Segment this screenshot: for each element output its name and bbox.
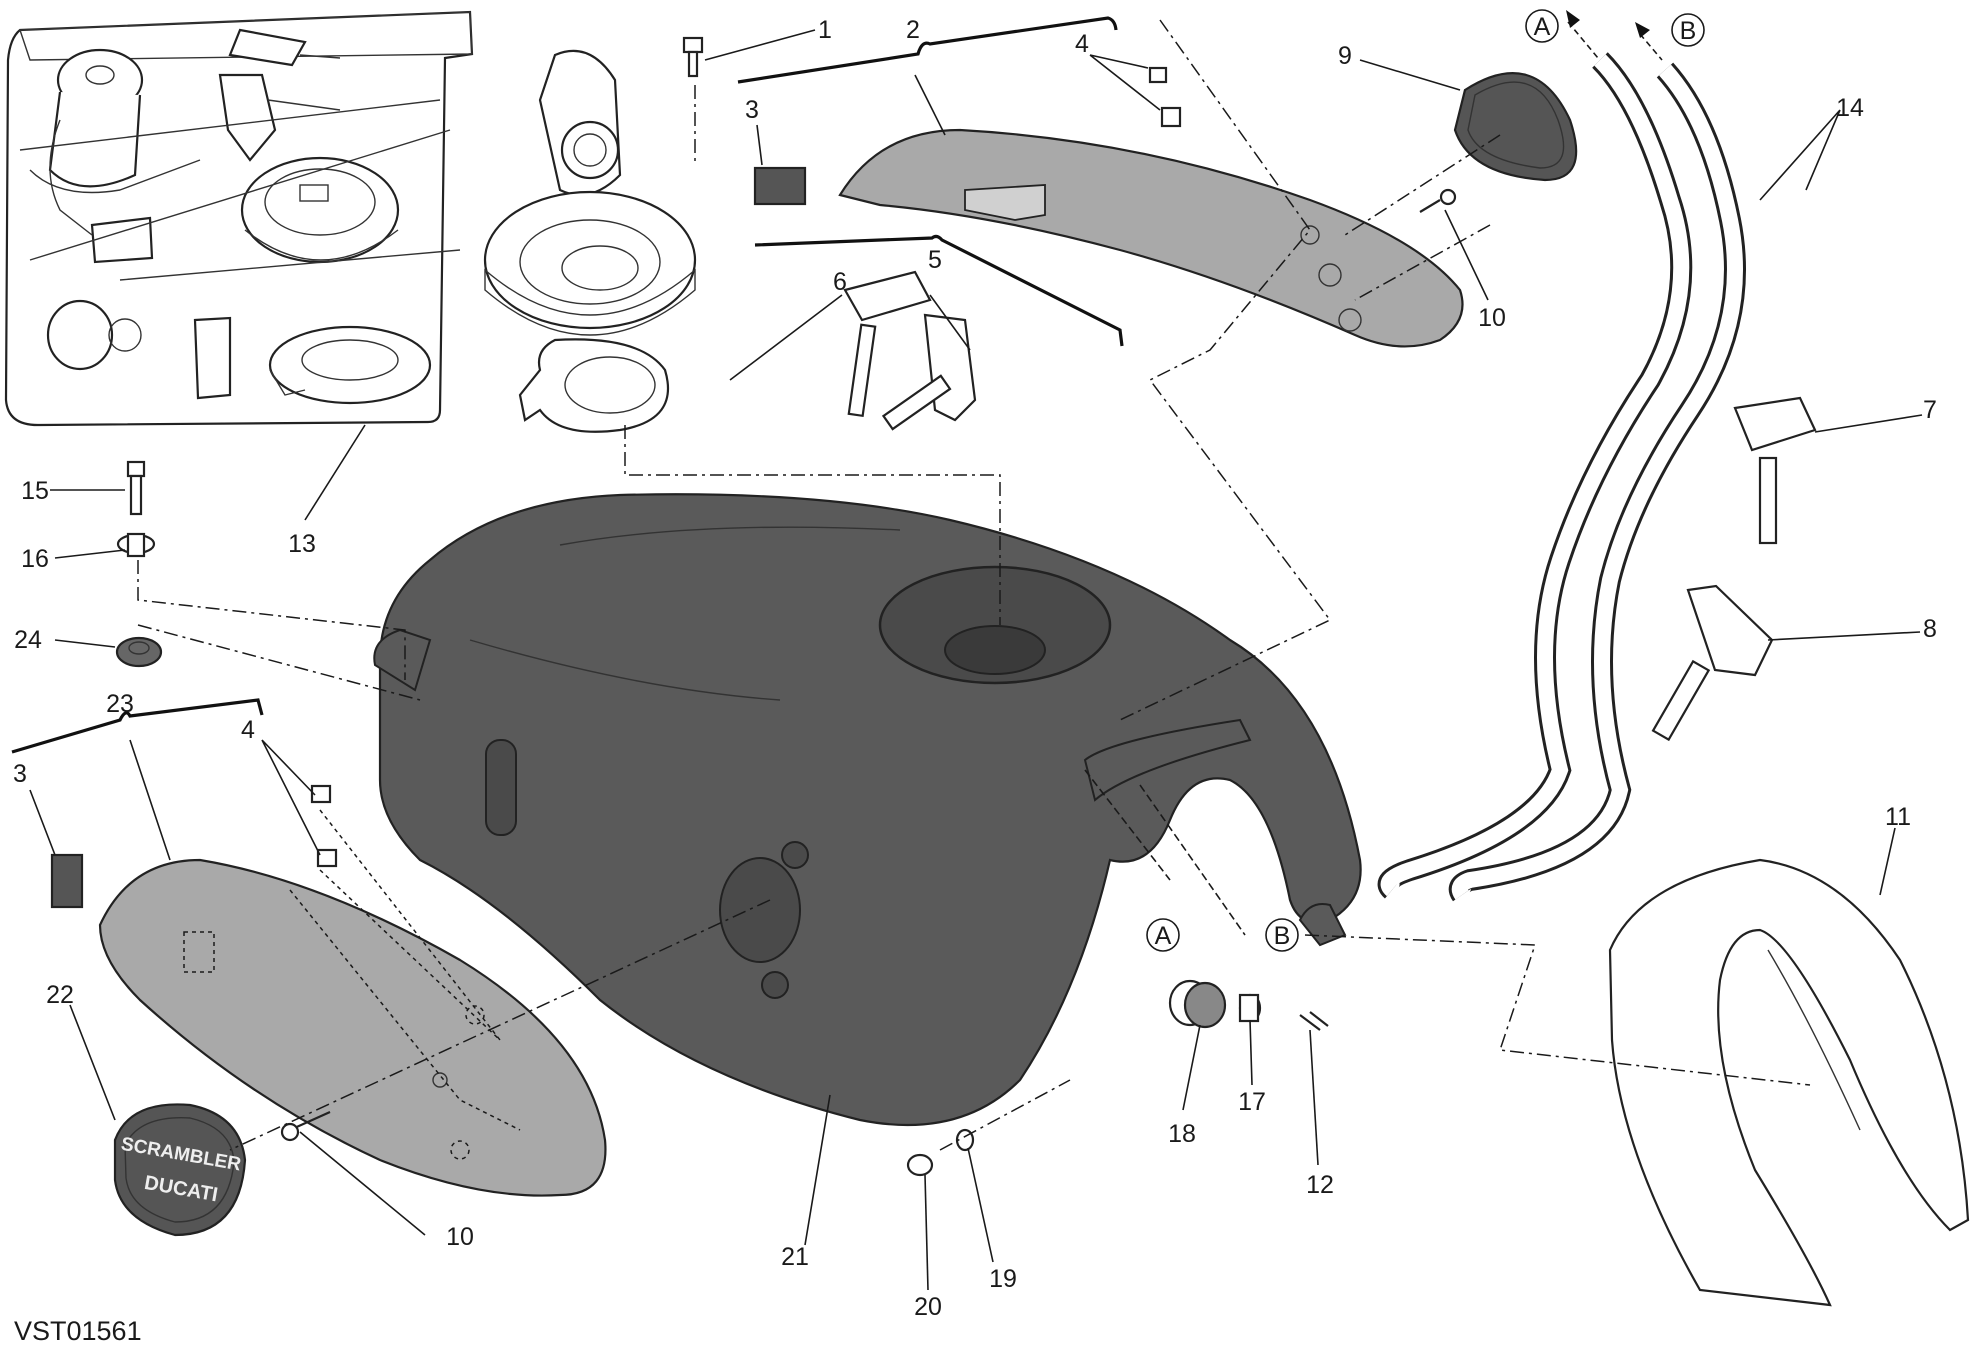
callout-4-bottom: 4 [241, 716, 255, 744]
callout-1: 1 [818, 16, 832, 44]
key-set [843, 270, 1817, 742]
callout-20: 20 [914, 1293, 942, 1321]
tail-cover [1608, 858, 1970, 1307]
callout-10-bottom: 10 [446, 1223, 474, 1251]
callout-3-top: 3 [745, 96, 759, 124]
callout-2: 2 [906, 16, 920, 44]
callout-12: 12 [1306, 1171, 1334, 1199]
callout-19: 19 [989, 1265, 1017, 1293]
leader-lines [29, 29, 1923, 1291]
connector-markers: A B A B [1146, 9, 1705, 952]
callout-18: 18 [1168, 1120, 1196, 1148]
callout-3-bottom: 3 [13, 760, 27, 788]
callout-9: 9 [1338, 42, 1352, 70]
vent-hoses [1377, 52, 1746, 902]
callout-14: 14 [1836, 94, 1864, 122]
callout-8: 8 [1923, 615, 1937, 643]
callout-5: 5 [928, 246, 942, 274]
badge-top [1453, 72, 1578, 182]
callout-10-top: 10 [1478, 304, 1506, 332]
connector-b-bottom: B [1274, 922, 1291, 950]
callout-labels: 1 2 3 4 5 6 7 8 9 10 11 12 13 14 15 16 1… [13, 16, 1937, 1321]
bottom-side-panel [50, 784, 607, 1197]
connector-b-top: B [1680, 17, 1697, 45]
inset-ignition-assembly [4, 10, 474, 427]
callout-11: 11 [1885, 803, 1911, 831]
fuel-tank [373, 493, 1362, 1126]
callout-13: 13 [288, 530, 316, 558]
callout-23: 23 [106, 690, 134, 718]
diagram-code: VST01561 [14, 1316, 142, 1346]
assembly-lines [137, 19, 1811, 1151]
callout-16: 16 [21, 545, 49, 573]
connector-a-top: A [1534, 13, 1551, 41]
filler-cap-assembly [483, 36, 704, 433]
callout-4-top: 4 [1075, 30, 1089, 58]
hardware-bolts [115, 188, 1457, 1177]
callout-21: 21 [781, 1243, 809, 1271]
callout-22: 22 [46, 981, 74, 1009]
callout-17: 17 [1238, 1088, 1266, 1116]
top-side-panel [753, 66, 1464, 348]
connector-a-bottom: A [1155, 922, 1172, 950]
callout-6: 6 [833, 268, 847, 296]
callout-15: 15 [21, 477, 49, 505]
callout-7: 7 [1923, 396, 1937, 424]
callout-24: 24 [14, 626, 42, 654]
badge-bottom: SCRAMBLER DUCATI [113, 1103, 247, 1237]
group-brackets [11, 16, 1124, 754]
